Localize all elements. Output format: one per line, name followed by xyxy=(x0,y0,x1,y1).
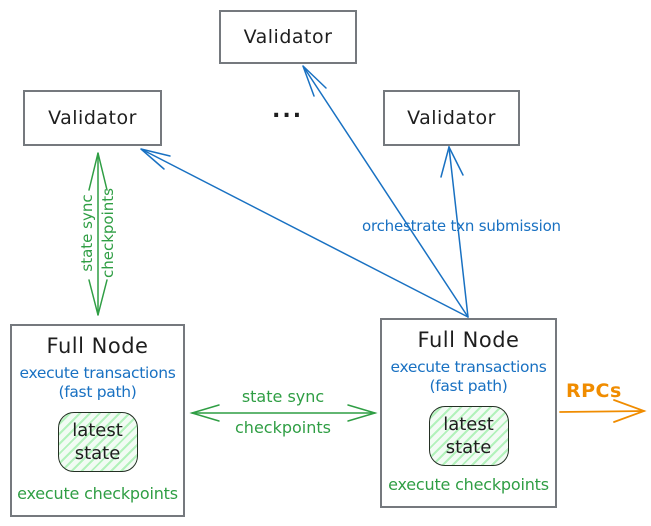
validator-box-right: Validator xyxy=(383,90,520,146)
fast-path-line: (fast path) xyxy=(429,377,508,395)
latest-state-line1: latest xyxy=(72,420,123,441)
execute-transactions-label: execute transactions (fast path) xyxy=(19,364,175,402)
validator-right-label: Validator xyxy=(407,107,496,129)
validator-left-label: Validator xyxy=(48,107,137,129)
full-node-left-title: Full Node xyxy=(46,334,149,358)
full-node-box-left: Full Node execute transactions (fast pat… xyxy=(10,324,185,517)
execute-checkpoints-label: execute checkpoints xyxy=(388,475,549,494)
validator-top-label: Validator xyxy=(243,26,333,48)
state-sync-vertical-label: state sync checkpoints xyxy=(77,188,119,278)
execute-transactions-line: execute transactions xyxy=(390,358,547,376)
execute-transactions-label: execute transactions (fast path) xyxy=(390,358,546,396)
full-node-right-title: Full Node xyxy=(417,328,520,352)
execute-transactions-line: execute transactions xyxy=(19,364,176,382)
latest-state-line2: state xyxy=(74,443,121,464)
ellipsis-label: ... xyxy=(272,98,304,123)
state-sync-vertical-line1: state sync xyxy=(78,194,96,272)
state-sync-vertical-line2: checkpoints xyxy=(99,188,117,278)
latest-state-box-right: latest state xyxy=(428,406,509,466)
state-sync-horizontal-label: state sync checkpoints xyxy=(235,381,331,443)
validator-box-top: Validator xyxy=(219,10,357,64)
fast-path-line: (fast path) xyxy=(58,383,137,401)
validator-box-left: Validator xyxy=(23,90,162,146)
rpcs-label: RPCs xyxy=(566,380,622,402)
orchestrate-txn-label: orchestrate txn submission xyxy=(362,217,561,235)
full-node-box-right: Full Node execute transactions (fast pat… xyxy=(380,318,557,508)
state-sync-horizontal-line2: checkpoints xyxy=(235,418,331,437)
arrow-rpcs xyxy=(559,399,647,423)
execute-checkpoints-label: execute checkpoints xyxy=(17,484,178,503)
latest-state-line1: latest xyxy=(443,414,494,435)
state-sync-horizontal-line1: state sync xyxy=(241,387,325,406)
latest-state-box-left: latest state xyxy=(57,412,138,472)
latest-state-line2: state xyxy=(445,437,492,458)
